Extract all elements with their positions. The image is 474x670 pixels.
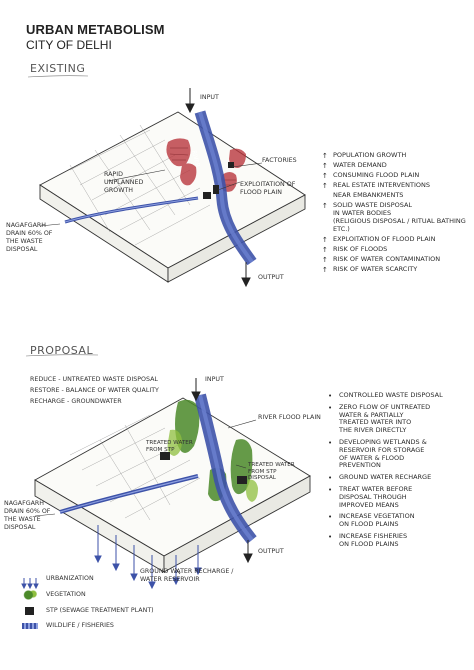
vegetation-icon	[22, 590, 38, 600]
up-arrow-icon: ↑	[322, 172, 328, 181]
existing-issue-text: NEAR EMBANKMENTS	[333, 191, 404, 200]
legend-vegetation: VEGETATION	[22, 590, 86, 600]
proposal-action-text: OF WATER & FLOOD	[339, 453, 405, 462]
existing-terrain-block	[39, 88, 306, 288]
page-subtitle: CITY OF DELHI	[26, 38, 112, 52]
proposal-action-text: ZERO FLOW OF UNTREATED	[339, 402, 431, 411]
bullet-icon: •	[328, 485, 333, 494]
proposal-action-item: • DEVELOPING WETLANDS &RESERVOIR FOR STOR…	[328, 437, 470, 470]
proposal-action-text: TREATED WATER INTO	[339, 418, 412, 427]
proposal-action-text: INCREASE VEGETATION	[339, 512, 415, 521]
wildlife-icon	[22, 622, 38, 629]
proposal-action-text: IMPROVED MEANS	[339, 500, 399, 509]
proposal-action-text: PREVENTION	[339, 461, 381, 470]
proposal-input-label: INPUT	[205, 376, 224, 383]
bullet-icon: •	[328, 403, 333, 412]
proposal-action-text: DEVELOPING WETLANDS &	[339, 437, 427, 446]
existing-issue-text: WATER DEMAND	[333, 161, 387, 170]
river-flood-plain-label: RIVER FLOOD PLAIN	[258, 414, 321, 421]
proposal-drain-label: NAGAFGARH DRAIN 60% OF THE WASTE DISPOSA…	[4, 500, 51, 531]
existing-issue-item: ↑ EXPLOITATION OF FLOOD PLAIN	[322, 234, 470, 244]
proposal-action-text: GROUND WATER RECHARGE	[339, 473, 432, 482]
up-arrow-icon: ↑	[322, 246, 328, 255]
bullet-icon: •	[328, 392, 333, 400]
strategy-reduce: REDUCE - UNTREATED WASTE DISPOSAL	[30, 376, 158, 383]
existing-issue-text: (RELIGIOUS DISPOSAL / RITUAL BATHING ETC…	[333, 217, 466, 233]
existing-drain-label: NAGAFGARH DRAIN 60% OF THE WASTE DISPOSA…	[6, 222, 53, 253]
up-arrow-icon: ↑	[322, 256, 328, 265]
up-arrow-icon: ↑	[322, 202, 328, 211]
proposal-output-label: OUTPUT	[258, 548, 284, 555]
existing-issue-item: ↑ WATER DEMAND	[322, 161, 470, 171]
legend-wildlife: WILDLIFE / FISHERIES	[22, 622, 114, 630]
existing-section-label: EXISTING	[30, 62, 86, 75]
existing-issue-item: ↑ REAL ESTATE INTERVENTIONS	[322, 181, 470, 191]
stp-icon	[22, 606, 38, 616]
existing-issue-text: RISK OF WATER CONTAMINATION	[333, 255, 441, 264]
proposal-action-text: THE RIVER DIRECTLY	[339, 426, 407, 435]
rapid-growth-label: RAPID UNPLANNED GROWTH	[104, 171, 144, 194]
strategy-restore: RESTORE - BALANCE OF WATER QUALITY	[30, 386, 159, 394]
proposal-action-text: TREAT WATER BEFORE	[339, 484, 413, 493]
treated-water-label: TREATED WATER FROM STP	[146, 440, 193, 453]
factories-label: FACTORIES	[262, 157, 297, 164]
existing-issue-item: ↑ CONSUMING FLOOD PLAIN	[322, 171, 470, 181]
existing-issue-item: ↑ POPULATION GROWTH	[322, 151, 470, 160]
existing-issue-text: RISK OF WATER SCARCITY	[333, 265, 418, 274]
existing-issue-text: IN WATER BODIES	[333, 209, 392, 218]
existing-issue-text: SOLID WASTE DISPOSAL	[333, 201, 413, 210]
treated-water-disposal-label: TREATED WATER FROM STP DISPOSAL	[248, 462, 295, 482]
proposal-action-text: CONTROLLED WASTE DISPOSAL	[339, 391, 443, 399]
up-arrow-icon: ↑	[322, 182, 328, 191]
bullet-icon: •	[328, 474, 333, 483]
proposal-action-item: • GROUND WATER RECHARGE	[328, 473, 470, 483]
strategy-list: REDUCE - UNTREATED WASTE DISPOSAL RESTOR…	[30, 376, 159, 406]
existing-input-label: INPUT	[200, 94, 219, 101]
exploitation-label: EXPLOITATION OF FLOOD PLAIN	[240, 181, 296, 196]
proposal-action-text: RESERVOIR FOR STORAGE	[339, 445, 425, 454]
existing-issue-text: POPULATION GROWTH	[333, 151, 407, 159]
up-arrow-icon: ↑	[322, 152, 328, 160]
existing-issue-item: ↑ RISK OF FLOODS	[322, 245, 470, 255]
proposal-action-text: ON FLOOD PLAINS	[339, 520, 399, 529]
proposal-action-item: • CONTROLLED WASTE DISPOSAL	[328, 391, 470, 400]
urbanization-icon	[22, 577, 38, 580]
existing-issue-text: RISK OF FLOODS	[333, 245, 388, 254]
existing-issues-list: ↑ POPULATION GROWTH ↑ WATER DEMAND ↑ CONSUMIN…	[322, 151, 470, 276]
page-title: URBAN METABOLISM	[26, 22, 165, 37]
up-arrow-icon: ↑	[322, 266, 328, 275]
proposal-action-text: ON FLOOD PLAINS	[339, 539, 399, 548]
existing-issue-text: REAL ESTATE INTERVENTIONS	[333, 181, 430, 190]
proposal-action-text: WATER & PARTIALLY	[339, 410, 404, 419]
up-arrow-icon: ↑	[322, 235, 328, 244]
bullet-icon: •	[328, 438, 333, 447]
proposal-action-text: INCREASE FISHERIES	[339, 531, 408, 540]
legend-urbanization: URBANIZATION	[22, 575, 94, 583]
existing-issue-item: ↑ RISK OF WATER CONTAMINATION	[322, 255, 470, 265]
proposal-action-text: DISPOSAL THROUGH	[339, 492, 407, 501]
existing-issue-item: NEAR EMBANKMENTS	[322, 192, 470, 200]
proposal-section-label: PROPOSAL	[30, 344, 94, 357]
proposal-terrain-block	[25, 354, 311, 590]
existing-output-label: OUTPUT	[258, 274, 284, 281]
existing-issue-item: ↑ RISK OF WATER SCARCITY	[322, 265, 470, 275]
strategy-recharge: RECHARGE - GROUNDWATER	[30, 397, 122, 405]
legend-stp: STP (SEWAGE TREATMENT PLANT)	[22, 606, 154, 616]
existing-issue-text: EXPLOITATION OF FLOOD PLAIN	[333, 234, 436, 243]
proposal-actions-list: • CONTROLLED WASTE DISPOSAL • ZERO FLOW OF …	[328, 391, 470, 553]
bullet-icon: •	[328, 513, 333, 522]
up-arrow-icon: ↑	[322, 162, 328, 171]
bullet-icon: •	[328, 532, 333, 541]
recharge-label: GROUND WATER RECHARGE / WATER RESERVOIR	[140, 568, 234, 583]
existing-issue-text: CONSUMING FLOOD PLAIN	[333, 171, 420, 180]
